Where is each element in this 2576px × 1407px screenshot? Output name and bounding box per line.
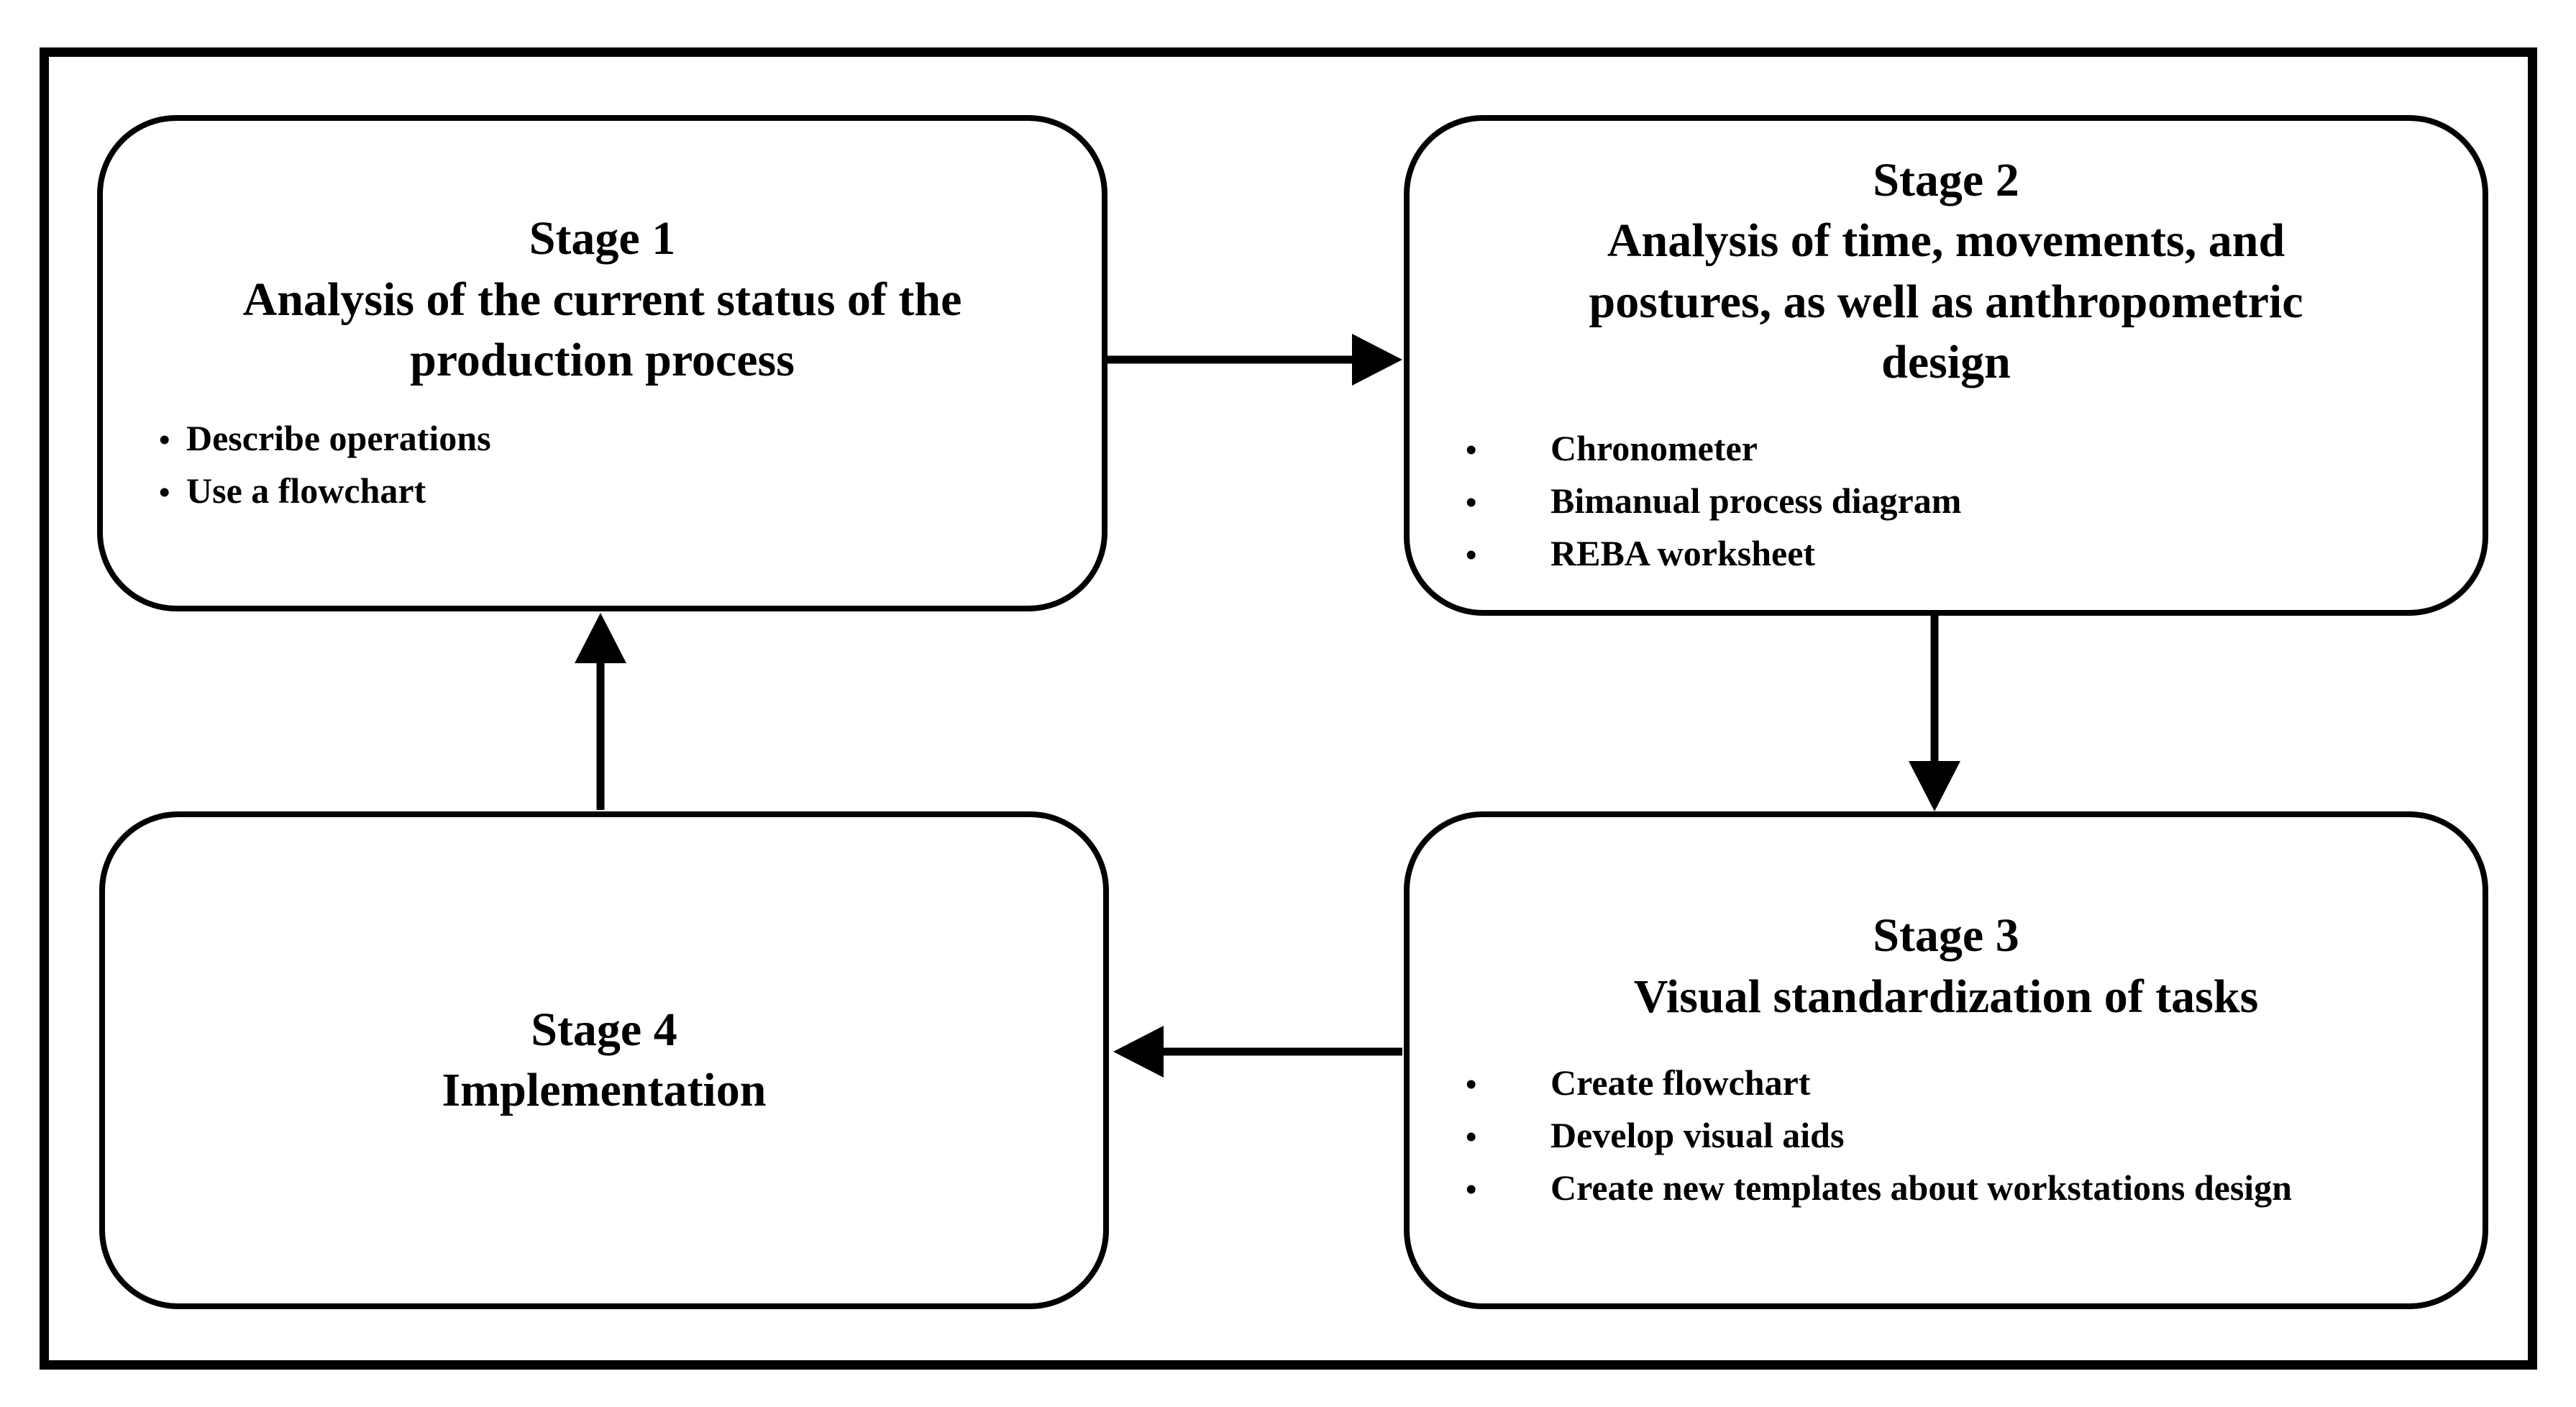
bullet-icon: • [1466, 1171, 1477, 1207]
stage-1-title: Stage 1 Analysis of the current status o… [132, 209, 1073, 391]
list-item: • Develop visual aids [1456, 1110, 2454, 1162]
bullet-text: Describe operations [186, 417, 491, 458]
list-item: • Chronometer [1456, 423, 2454, 475]
bullet-text: Develop visual aids [1550, 1114, 1845, 1155]
stage-3-bullet-list: • Create flowchart • Develop visual aids… [1438, 1057, 2454, 1215]
bullet-icon: • [1466, 432, 1477, 468]
stage-2-subtitle-line: design [1881, 335, 2011, 388]
stage-4-name: Stage 4 [531, 1003, 677, 1056]
bullet-icon: • [159, 474, 170, 510]
bullet-text: Bimanual process diagram [1550, 481, 1962, 522]
stage-1-box: Stage 1 Analysis of the current status o… [97, 115, 1107, 611]
bullet-text: Use a flowchart [186, 470, 426, 511]
bullet-text: REBA worksheet [1550, 533, 1816, 574]
stage-2-bullet-list: • Chronometer • Bimanual process diagram… [1438, 423, 2454, 580]
stage-1-name: Stage 1 [529, 212, 676, 265]
stage-2-box: Stage 2 Analysis of time, movements, and… [1404, 115, 2488, 616]
stage-4-title: Stage 4 Implementation [134, 1000, 1074, 1121]
stage-1-subtitle-line: production process [410, 334, 795, 387]
stage-3-subtitle-line: Visual standardization of tasks [1633, 970, 2259, 1023]
list-item: • Use a flowchart [159, 465, 1073, 518]
bullet-icon: • [1466, 537, 1477, 573]
bullet-text: Create new templates about workstations … [1550, 1167, 2292, 1208]
bullet-icon: • [1466, 485, 1477, 521]
diagram-border [40, 47, 2537, 1370]
stage-1-subtitle-line: Analysis of the current status of the [242, 273, 962, 326]
stage-3-box: Stage 3 Visual standardization of tasks … [1404, 811, 2488, 1309]
stage-2-name: Stage 2 [1873, 153, 2019, 206]
stage-3-title: Stage 3 Visual standardization of tasks [1438, 906, 2454, 1027]
stage-2-subtitle-line: Analysis of time, movements, and [1607, 214, 2285, 268]
list-item: • Describe operations [159, 413, 1073, 465]
stage-4-subtitle-line: Implementation [442, 1064, 767, 1116]
bullet-icon: • [1466, 1066, 1477, 1102]
stage-4-box: Stage 4 Implementation [99, 811, 1109, 1309]
bullet-icon: • [1466, 1119, 1477, 1155]
list-item: • Create flowchart [1456, 1057, 2454, 1110]
bullet-text: Chronometer [1550, 428, 1758, 469]
stage-2-title: Stage 2 Analysis of time, movements, and… [1438, 150, 2454, 393]
bullet-text: Create flowchart [1550, 1062, 1811, 1103]
stage-3-name: Stage 3 [1873, 909, 2019, 962]
stage-2-subtitle-line: postures, as well as anthropometric [1589, 275, 2303, 328]
list-item: • Create new templates about workstation… [1456, 1162, 2454, 1215]
list-item: • Bimanual process diagram [1456, 475, 2454, 528]
bullet-icon: • [159, 422, 170, 457]
stage-1-bullet-list: • Describe operations • Use a flowchart [132, 413, 1073, 518]
list-item: • REBA worksheet [1456, 528, 2454, 580]
